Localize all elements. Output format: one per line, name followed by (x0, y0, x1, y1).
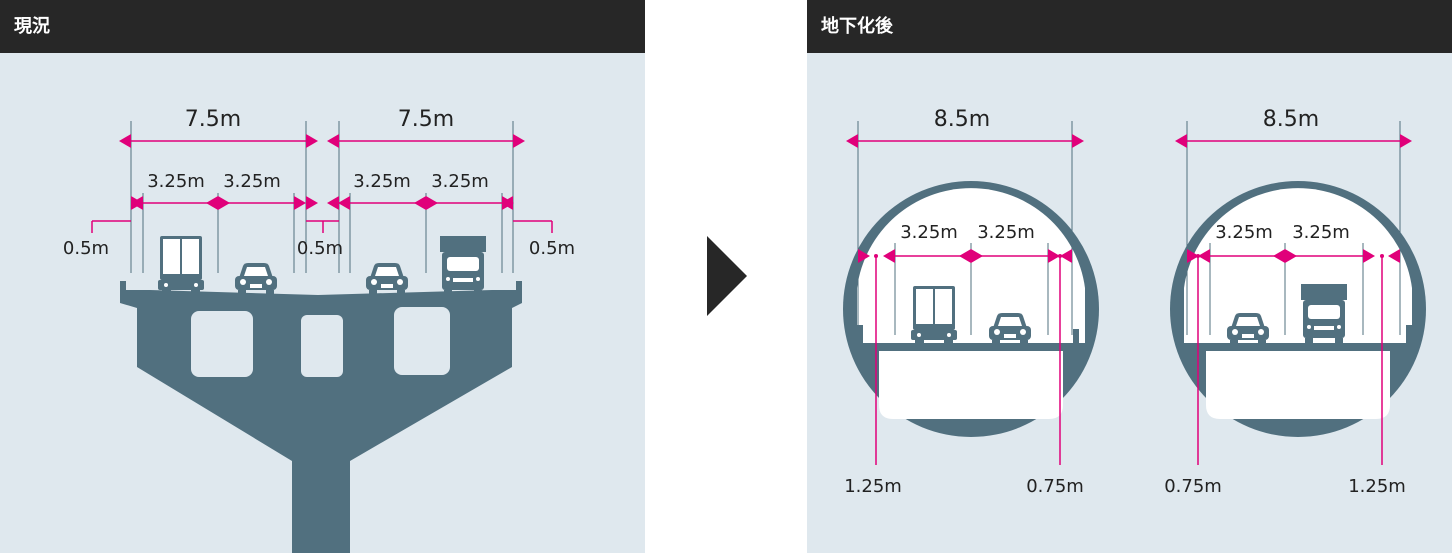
dim-label-tunnel-width-right: 8.5m (1263, 107, 1319, 132)
elevated-road-diagram: 7.5m 7.5m 3.25m 3.25m 3.25m 3.25m 0.5m 0… (63, 107, 575, 553)
dim-label-lane: 3.25m (900, 222, 958, 243)
dim-arrow (306, 196, 318, 210)
dim-label-shoulder: 1.25m (844, 476, 902, 497)
dim-label-lane: 3.25m (147, 171, 205, 192)
car-icon (235, 263, 277, 296)
girder-window-3 (394, 307, 450, 375)
dim-label-shoulder-median: 0.5m (297, 238, 343, 259)
dim-arrow (513, 134, 525, 148)
girder-window-1 (191, 311, 253, 377)
extension-lines (857, 121, 1401, 335)
after-panel-body: 8.5m 8.5m 3.25m 3.25m 3.25m 3.25m 1.25m … (807, 53, 1452, 553)
box-truck-icon (440, 236, 486, 298)
dim-label-roadway-right: 7.5m (398, 107, 454, 132)
truck-icon (158, 236, 204, 298)
dim-label-tunnel-width-left: 8.5m (934, 107, 990, 132)
dim-label-shoulder: 1.25m (1348, 476, 1406, 497)
dim-label-lane: 3.25m (1292, 222, 1350, 243)
dim-label-roadway-left: 7.5m (185, 107, 241, 132)
girder-window-2 (301, 315, 343, 377)
next-arrow-icon (707, 236, 747, 316)
dim-label-shoulder-left: 0.5m (63, 238, 109, 259)
dim-label-shoulder-right: 0.5m (529, 238, 575, 259)
dim-arrow (1072, 134, 1084, 148)
dim-arrow (846, 134, 858, 148)
dim-label-lane: 3.25m (977, 222, 1035, 243)
dim-label-shoulder: 0.75m (1026, 476, 1084, 497)
dim-arrow (327, 134, 339, 148)
dim-arrow (327, 196, 339, 210)
dim-arrow (1400, 134, 1412, 148)
dim-arrow (426, 196, 438, 210)
dim-label-lane: 3.25m (353, 171, 411, 192)
box-truck-icon (1301, 284, 1347, 346)
tunnel-diagram: 8.5m 8.5m 3.25m 3.25m 3.25m 3.25m 1.25m … (843, 107, 1426, 497)
car-icon (366, 263, 408, 296)
dim-label-lane: 3.25m (431, 171, 489, 192)
truck-icon (911, 286, 957, 348)
dim-arrow (414, 196, 426, 210)
dim-arrow (218, 196, 230, 210)
after-panel-title: 地下化後 (807, 0, 1452, 53)
dimension-lines (858, 140, 1400, 465)
current-panel-body: 7.5m 7.5m 3.25m 3.25m 3.25m 3.25m 0.5m 0… (0, 53, 645, 553)
current-panel-title: 現況 (0, 0, 645, 53)
current-panel: 現況 (0, 0, 645, 553)
dim-label-lane: 3.25m (223, 171, 281, 192)
after-panel: 地下化後 (807, 0, 1452, 553)
dim-arrow (306, 134, 318, 148)
dim-label-shoulder: 0.75m (1164, 476, 1222, 497)
dim-arrow (119, 134, 131, 148)
dim-label-lane: 3.25m (1215, 222, 1273, 243)
dim-arrow (206, 196, 218, 210)
dim-arrow (1175, 134, 1187, 148)
tunnel-right (1170, 181, 1426, 437)
